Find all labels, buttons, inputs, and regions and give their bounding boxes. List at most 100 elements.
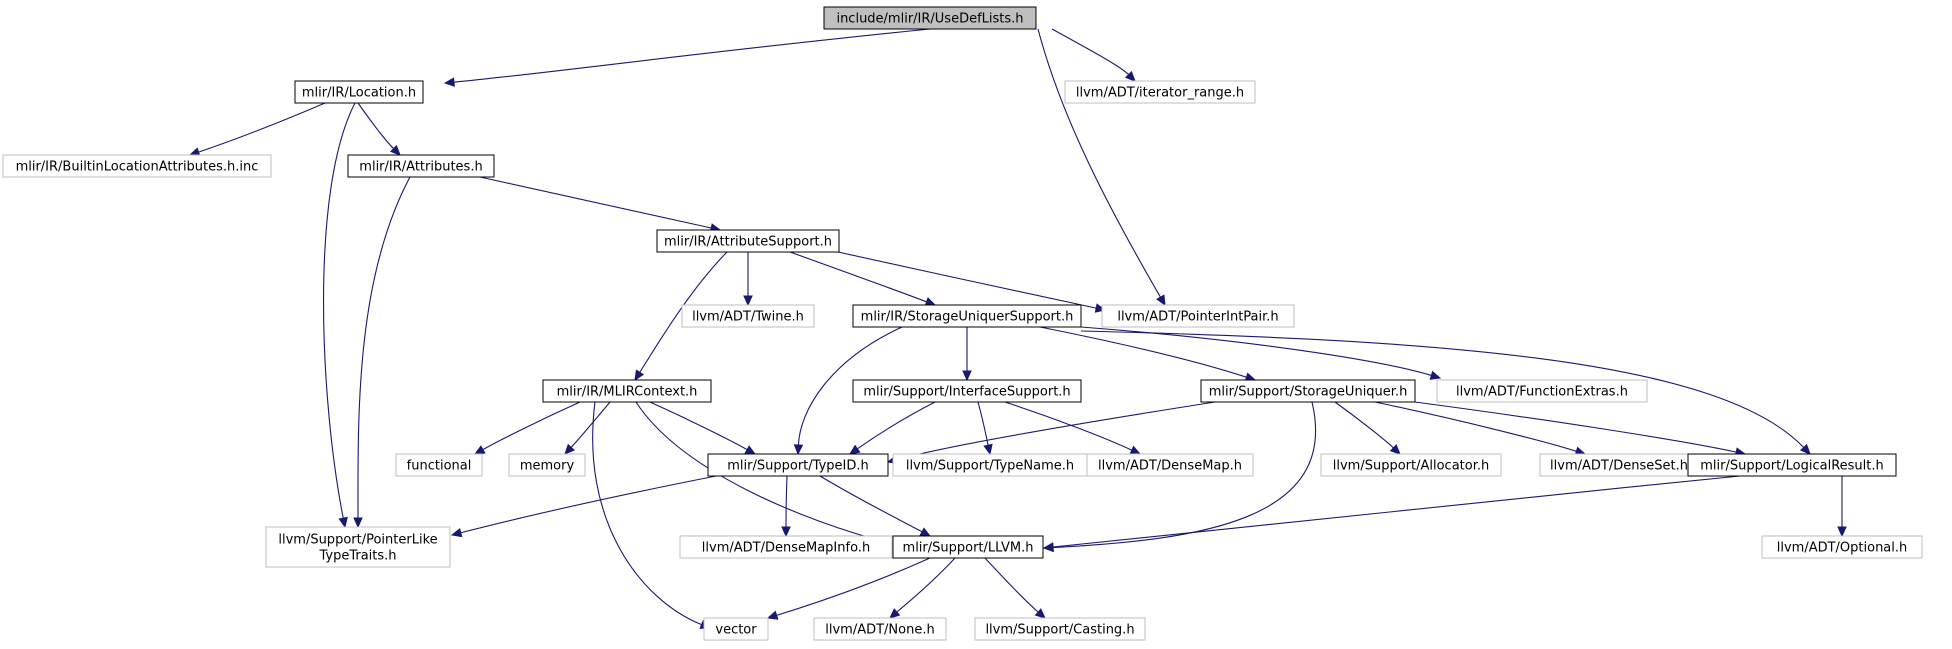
- edge-location-to-builtinloc: [188, 102, 326, 157]
- node-iterator_range[interactable]: llvm/ADT/iterator_range.h: [1064, 80, 1256, 104]
- arrow-head: [564, 443, 575, 455]
- edge-storageuniquer-to-denseset: [1374, 401, 1587, 456]
- node-llvmh[interactable]: mlir/Support/LLVM.h: [892, 535, 1044, 559]
- arrow-head: [1034, 608, 1046, 619]
- node-box: [1064, 80, 1256, 104]
- arrow-head: [389, 144, 401, 156]
- edge-line: [198, 102, 326, 153]
- edge-line: [1334, 401, 1394, 449]
- edge-usedeflists-to-pointerintpair: [1037, 28, 1166, 307]
- edge-line: [896, 557, 956, 613]
- edge-location-to-attributes: [357, 102, 401, 156]
- edge-line: [1080, 330, 1805, 448]
- arrow-head: [1156, 294, 1166, 307]
- edge-line: [649, 401, 748, 451]
- edge-interfacesupport-to-densemap: [1004, 401, 1142, 455]
- edge-line: [479, 176, 712, 229]
- node-label: llvm/Support/PointerLike: [278, 533, 437, 548]
- node-interfacesupport[interactable]: mlir/Support/InterfaceSupport.h: [852, 379, 1082, 403]
- arrow-head: [1389, 444, 1401, 455]
- node-denseset[interactable]: llvm/ADT/DenseSet.h: [1539, 453, 1699, 477]
- arrow-head: [1837, 526, 1847, 538]
- node-box: [1320, 453, 1502, 477]
- edge-storageuniqsupport-to-functionextras: [1080, 326, 1442, 380]
- node-label: mlir/Support/LLVM.h: [903, 541, 1034, 556]
- node-box: [892, 535, 1044, 559]
- node-attributes[interactable]: mlir/IR/Attributes.h: [347, 154, 495, 178]
- arrow-head: [1042, 542, 1054, 552]
- edge-attrsupport-to-mlircontext: [634, 251, 728, 382]
- edge-line: [789, 251, 927, 303]
- node-allocator[interactable]: llvm/Support/Allocator.h: [1320, 453, 1502, 477]
- edge-line: [1004, 401, 1133, 451]
- edge-line: [797, 326, 903, 446]
- edge-line: [1037, 28, 1161, 298]
- arrow-head: [634, 369, 645, 382]
- nodes-layer: include/mlir/IR/UseDefLists.h mlir/IR/Loc…: [2, 6, 1923, 641]
- node-box: [1436, 379, 1648, 403]
- node-optional[interactable]: llvm/ADT/Optional.h: [1761, 535, 1923, 559]
- node-label: memory: [520, 459, 575, 474]
- node-box: [294, 80, 424, 104]
- node-storageuniquer[interactable]: mlir/Support/StorageUniquer.h: [1200, 379, 1416, 403]
- node-typename[interactable]: llvm/Support/TypeName.h: [892, 453, 1088, 477]
- edge-storageuniquer-to-llvmh: [1042, 401, 1317, 553]
- node-usedeflists[interactable]: include/mlir/IR/UseDefLists.h: [823, 6, 1037, 30]
- node-label: mlir/IR/Location.h: [302, 86, 416, 101]
- node-label: llvm/ADT/DenseSet.h: [1550, 459, 1688, 474]
- node-vector[interactable]: vector: [703, 617, 769, 641]
- edge-line: [357, 102, 395, 150]
- node-densemapinfo[interactable]: llvm/ADT/DenseMapInfo.h: [679, 535, 893, 559]
- node-box: [2, 154, 272, 178]
- edge-storageuniqsupport-to-logicalresult: [1080, 330, 1811, 455]
- node-location[interactable]: mlir/IR/Location.h: [294, 80, 424, 104]
- edge-line: [592, 401, 702, 626]
- node-builtinloc[interactable]: mlir/IR/BuiltinLocationAttributes.h.inc: [2, 154, 272, 178]
- arrow-head: [1429, 370, 1442, 380]
- edge-location-to-pointerlike: [323, 102, 356, 529]
- node-densemap[interactable]: llvm/ADT/DenseMap.h: [1086, 453, 1254, 477]
- node-memory[interactable]: memory: [508, 453, 586, 477]
- node-none[interactable]: llvm/ADT/None.h: [813, 617, 947, 641]
- node-box: [1687, 453, 1897, 477]
- node-box: [508, 453, 586, 477]
- node-functionextras[interactable]: llvm/ADT/FunctionExtras.h: [1436, 379, 1648, 403]
- node-label: mlir/IR/MLIRContext.h: [557, 385, 698, 400]
- edge-usedeflists-to-location: [443, 28, 931, 87]
- node-label: llvm/Support/Casting.h: [985, 623, 1134, 638]
- edge-line: [837, 251, 1097, 309]
- node-attrsupport[interactable]: mlir/IR/AttributeSupport.h: [656, 229, 840, 253]
- edge-attributes-to-attrsupport: [479, 176, 722, 233]
- node-logicalresult[interactable]: mlir/Support/LogicalResult.h: [1687, 453, 1897, 477]
- node-label: mlir/Support/TypeID.h: [727, 459, 868, 474]
- edge-mlircontext-to-typeid: [649, 401, 757, 455]
- node-pointerintpair[interactable]: llvm/ADT/PointerIntPair.h: [1101, 304, 1295, 328]
- edge-attrsupport-to-storageuniqsupport: [789, 251, 937, 307]
- node-box: [679, 535, 893, 559]
- edges-layer: [188, 28, 1847, 629]
- arrow-head: [1129, 445, 1142, 455]
- edge-logicalresult-to-optional: [1837, 476, 1847, 538]
- arrow-head: [889, 608, 901, 619]
- node-functional[interactable]: functional: [395, 453, 483, 477]
- edge-line: [323, 102, 356, 519]
- edge-line: [1052, 401, 1317, 549]
- node-label: llvm/Support/Allocator.h: [1333, 459, 1490, 474]
- node-label: mlir/IR/StorageUniquerSupport.h: [861, 310, 1074, 325]
- edge-interfacesupport-to-typeid: [848, 401, 936, 455]
- arrow-head: [919, 527, 932, 537]
- edge-line: [635, 401, 892, 545]
- edge-line: [453, 28, 931, 83]
- arrow-head: [744, 445, 757, 455]
- node-mlircontext[interactable]: mlir/IR/MLIRContext.h: [542, 379, 712, 403]
- edge-line: [1414, 401, 1737, 453]
- node-storageuniqsupport[interactable]: mlir/IR/StorageUniquerSupport.h: [852, 304, 1082, 328]
- node-twine[interactable]: llvm/ADT/Twine.h: [681, 304, 815, 328]
- node-box: [265, 526, 451, 568]
- node-box: [347, 154, 495, 178]
- node-casting[interactable]: llvm/Support/Casting.h: [974, 617, 1146, 641]
- node-box: [974, 617, 1146, 641]
- node-typeid[interactable]: mlir/Support/TypeID.h: [707, 453, 889, 477]
- arrow-head: [924, 297, 937, 307]
